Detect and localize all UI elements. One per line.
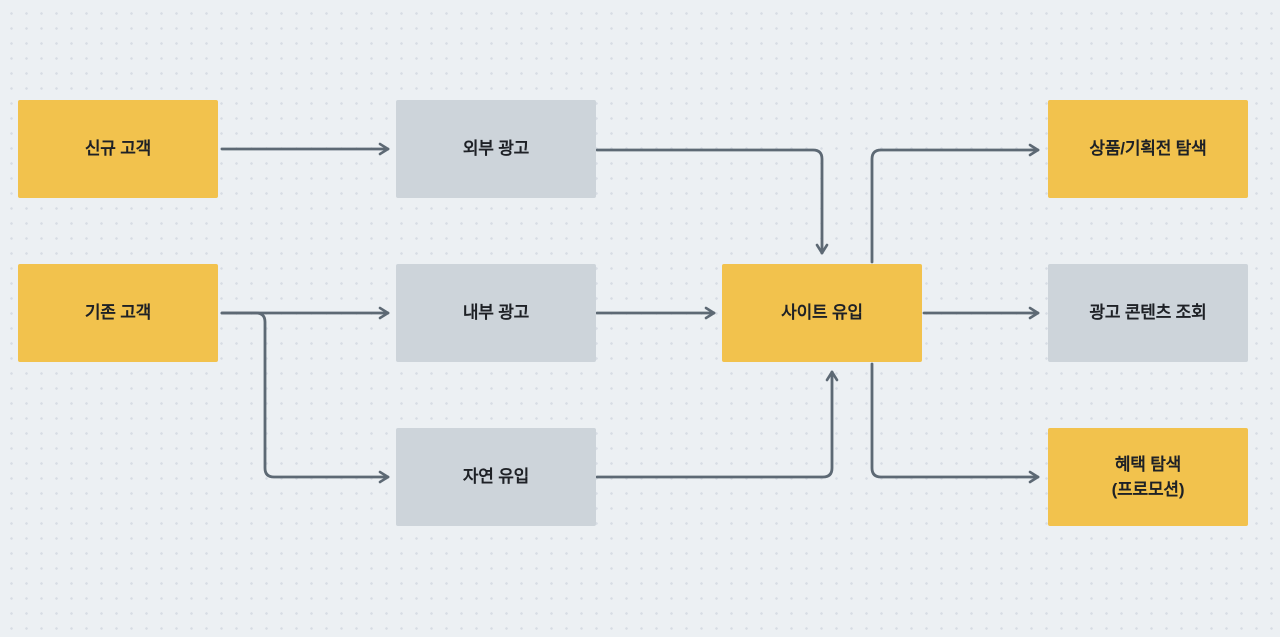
node-external-ad: 외부 광고 — [396, 100, 596, 198]
arrow-site-inflow-to-benefit-exploration — [870, 362, 1040, 484]
node-benefit-exploration-label-line2: (프로모션) — [1111, 480, 1185, 499]
node-site-inflow: 사이트 유입 — [722, 264, 922, 362]
node-organic-inflow-label: 자연 유입 — [462, 467, 530, 487]
node-internal-ad: 내부 광고 — [396, 264, 596, 362]
arrow-organic-inflow-to-site-inflow — [595, 370, 839, 479]
arrow-external-ad-to-site-inflow — [595, 148, 829, 255]
node-new-customer-label: 신규 고객 — [84, 139, 152, 159]
node-site-inflow-label: 사이트 유입 — [781, 303, 863, 323]
node-new-customer: 신규 고객 — [18, 100, 218, 198]
arrow-site-inflow-to-product-exploration — [870, 143, 1040, 264]
node-ad-content-view-label: 광고 콘텐츠 조회 — [1089, 303, 1207, 323]
arrow-existing-customer-to-organic-inflow — [220, 311, 390, 484]
node-product-exploration-label: 상품/기획전 탐색 — [1089, 139, 1207, 159]
node-existing-customer: 기존 고객 — [18, 264, 218, 362]
node-external-ad-label: 외부 광고 — [462, 139, 530, 159]
node-ad-content-view: 광고 콘텐츠 조회 — [1048, 264, 1248, 362]
node-internal-ad-label: 내부 광고 — [462, 303, 530, 323]
node-existing-customer-label: 기존 고객 — [84, 303, 152, 323]
node-benefit-exploration-label-line1: 혜택 탐색 — [1114, 454, 1182, 474]
node-organic-inflow: 자연 유입 — [396, 428, 596, 526]
node-product-exploration: 상품/기획전 탐색 — [1048, 100, 1248, 198]
node-benefit-exploration: 혜택 탐색 (프로모션) — [1048, 428, 1248, 526]
